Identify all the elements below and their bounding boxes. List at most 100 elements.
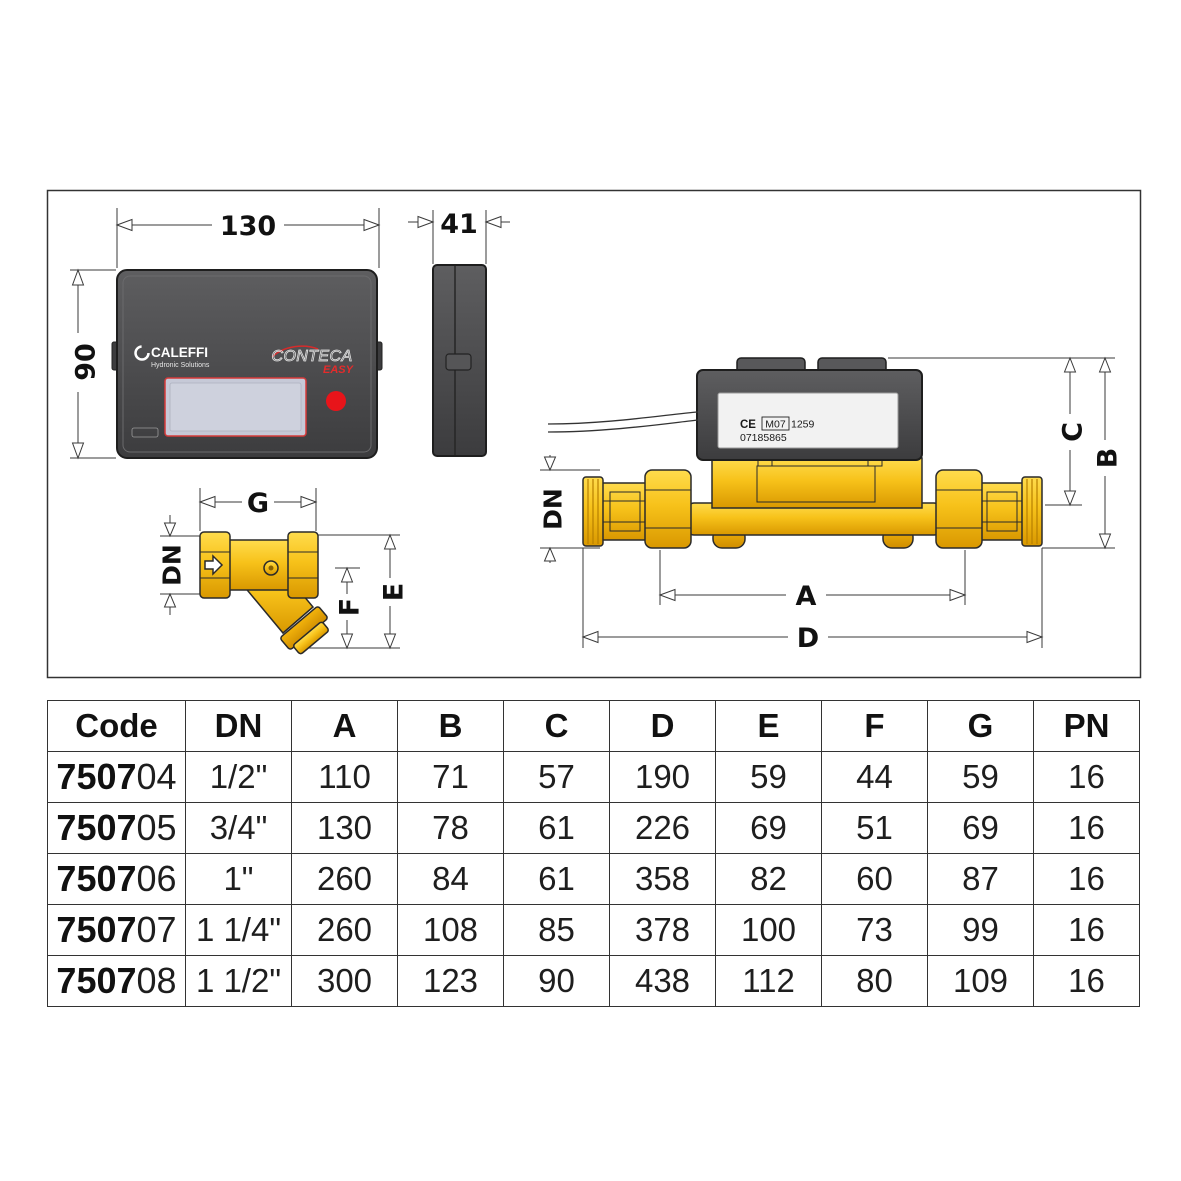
meter-electronics: CE M07 1259 07185865	[547, 357, 923, 461]
cell-pn: 16	[1033, 751, 1140, 803]
cell-d: 190	[609, 751, 716, 803]
cell-c: 61	[503, 853, 610, 905]
column-header-a: A	[291, 700, 398, 752]
column-header-c: C	[503, 700, 610, 752]
cell-b: 78	[397, 802, 504, 854]
e-dimension: E	[318, 533, 410, 650]
cell-dn: 1 1/4"	[185, 904, 292, 956]
strainer-dn-label: DN	[158, 544, 187, 586]
code-suffix: 06	[136, 858, 177, 899]
flow-arrow-icon	[204, 554, 224, 576]
cell-e: 82	[715, 853, 822, 905]
code-suffix: 04	[136, 756, 177, 797]
column-header-f: F	[821, 700, 928, 752]
dimension-arrow	[484, 215, 502, 229]
dimension-arrow	[163, 522, 177, 538]
meter-label-plate	[717, 392, 899, 449]
display-unit-side: 41	[408, 209, 510, 457]
a-label: A	[796, 581, 817, 612]
dimension-arrow	[543, 546, 557, 562]
technical-drawing: 130 90 CALEFFI Hydronic Solutions CONTEC…	[46, 189, 1142, 679]
drawing-frame	[46, 189, 1142, 679]
strainer-hex-right	[287, 531, 319, 599]
cell-code: 750707	[47, 904, 186, 956]
width-label: 130	[220, 211, 276, 242]
cell-a: 130	[291, 802, 398, 854]
strainer-plug-cap	[293, 621, 329, 655]
dimension-arrow	[198, 495, 216, 509]
union-nut-left	[644, 469, 692, 549]
brand-name: CALEFFI	[151, 345, 208, 360]
cell-a: 260	[291, 904, 398, 956]
dimension-arrow	[340, 633, 354, 650]
serial-number: 07185865	[740, 432, 787, 444]
cell-d: 358	[609, 853, 716, 905]
code-suffix: 07	[136, 909, 177, 950]
code-prefix: 7507	[56, 807, 137, 848]
dimension-arrow	[163, 592, 177, 608]
dimension-arrow	[581, 630, 599, 644]
cell-f: 44	[821, 751, 928, 803]
depth-label: 41	[440, 209, 478, 240]
cell-f: 80	[821, 955, 928, 1007]
code-prefix: 7507	[56, 960, 137, 1001]
union-tail-face	[609, 491, 641, 532]
conteca-logo: CONTECA EASY	[271, 345, 355, 376]
cell-pn: 16	[1033, 904, 1140, 956]
cell-c: 90	[503, 955, 610, 1007]
dimension-arrow	[1026, 630, 1044, 644]
dimension-arrow	[363, 218, 381, 232]
meter-channel	[756, 465, 876, 503]
column-header-pn: PN	[1033, 700, 1140, 752]
dimension-arrow	[300, 495, 318, 509]
port-marking	[131, 427, 159, 438]
dimension-arrow	[417, 215, 435, 229]
cell-d: 438	[609, 955, 716, 1007]
cell-g: 69	[927, 802, 1034, 854]
cell-code: 750704	[47, 751, 186, 803]
union-tail-face	[986, 491, 1018, 532]
dimension-arrow	[383, 633, 397, 650]
lcd-screen	[169, 382, 302, 432]
column-header-code: Code	[47, 700, 186, 752]
product-name: CONTECA	[271, 348, 352, 365]
c-dimension: C	[888, 356, 1115, 507]
column-header-e: E	[715, 700, 822, 752]
width-dimension: 130	[115, 208, 381, 268]
cell-a: 300	[291, 955, 398, 1007]
column-header-b: B	[397, 700, 504, 752]
signal-cable	[547, 411, 699, 425]
code-suffix: 05	[136, 807, 177, 848]
cell-code: 750706	[47, 853, 186, 905]
dimension-arrow	[949, 588, 967, 602]
cell-e: 59	[715, 751, 822, 803]
cell-g: 109	[927, 955, 1034, 1007]
column-header-g: G	[927, 700, 1034, 752]
c-label: C	[1058, 422, 1089, 442]
cell-pn: 16	[1033, 853, 1140, 905]
dimension-arrow	[1098, 533, 1112, 550]
cell-dn: 1"	[185, 853, 292, 905]
g-label: G	[247, 488, 269, 519]
strainer-body	[199, 531, 329, 655]
column-header-d: D	[609, 700, 716, 752]
dimension-arrow	[658, 588, 676, 602]
cell-code: 750705	[47, 802, 186, 854]
cell-b: 71	[397, 751, 504, 803]
cell-g: 87	[927, 853, 1034, 905]
column-header-dn: DN	[185, 700, 292, 752]
display-unit-front: 130 90 CALEFFI Hydronic Solutions CONTEC…	[70, 208, 383, 460]
f-dimension: F	[300, 566, 400, 650]
flow-meter: DN C B A	[539, 356, 1124, 654]
cell-f: 51	[821, 802, 928, 854]
dimension-arrow	[383, 533, 397, 550]
indicator-red-button	[326, 391, 346, 411]
cell-f: 60	[821, 853, 928, 905]
strainer-center	[227, 539, 291, 591]
height-dimension: 90	[70, 268, 116, 460]
a-dimension: A	[658, 550, 967, 612]
